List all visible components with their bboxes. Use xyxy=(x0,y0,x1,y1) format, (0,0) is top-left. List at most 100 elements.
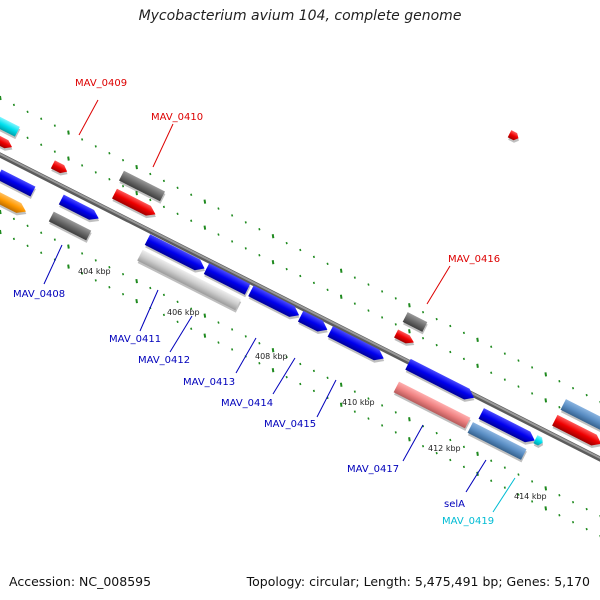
gene-label-mav-0416[interactable]: MAV_0416 xyxy=(448,254,500,265)
gene-mav-0410[interactable] xyxy=(111,188,159,222)
tick-mark xyxy=(231,328,234,331)
tick-mark xyxy=(421,444,425,448)
gene-mav-0413[interactable] xyxy=(247,285,303,323)
tick-mark xyxy=(149,172,152,176)
tick-mark xyxy=(81,164,84,167)
gene-label-mav-0411[interactable]: MAV_0411 xyxy=(109,334,161,345)
gene-blue-right[interactable] xyxy=(478,408,539,448)
gene-red-small-2[interactable] xyxy=(50,160,71,178)
tick-mark xyxy=(94,145,97,148)
gene-red-small-1[interactable] xyxy=(0,134,15,154)
tick-mark xyxy=(435,317,438,321)
tick-mark xyxy=(217,341,220,344)
tick-mark xyxy=(476,337,479,342)
gene-label-mav-0415[interactable]: MAV_0415 xyxy=(264,419,316,430)
gene-cyan-partial[interactable] xyxy=(0,113,21,140)
tick-mark xyxy=(299,274,302,278)
tick-mark xyxy=(217,233,220,236)
tick-mark xyxy=(517,359,520,362)
kbp-label-410: 410 kbp xyxy=(342,398,375,407)
gene-mav-0412[interactable] xyxy=(136,249,242,313)
tick-mark xyxy=(271,368,275,373)
gene-gray-small[interactable] xyxy=(402,312,429,335)
tick-mark xyxy=(231,348,234,351)
tick-mark xyxy=(12,237,16,241)
tick-mark xyxy=(203,225,207,230)
tick-mark xyxy=(490,371,493,374)
gene-mav-0417[interactable] xyxy=(404,358,478,406)
tick-mark xyxy=(339,294,343,299)
tick-mark xyxy=(326,262,329,266)
gene-label-mav-0409[interactable]: MAV_0409 xyxy=(75,78,127,89)
tick-mark xyxy=(585,393,588,397)
tick-mark xyxy=(326,376,329,380)
tick-mark xyxy=(571,386,575,390)
accession-text: Accession: NC_008595 xyxy=(9,574,152,589)
gene-label-mav-0413[interactable]: MAV_0413 xyxy=(183,377,235,388)
tick-mark xyxy=(176,212,179,216)
gene-steel-right[interactable] xyxy=(560,399,600,440)
gene-mav-0408[interactable] xyxy=(48,211,93,243)
tick-mark xyxy=(585,507,588,511)
tick-mark xyxy=(326,288,329,292)
gene-mav-0410-gray[interactable] xyxy=(118,170,166,204)
tick-mark xyxy=(435,451,438,455)
gene-red-tiny-hidden[interactable] xyxy=(507,130,522,144)
tick-mark xyxy=(121,272,125,276)
tick-mark xyxy=(517,385,520,388)
tick-mark xyxy=(190,327,193,330)
tick-mark xyxy=(67,264,70,269)
gene-sela[interactable] xyxy=(393,381,472,431)
tick-mark xyxy=(339,402,343,407)
gene-mav-0412b[interactable] xyxy=(203,263,252,298)
tick-mark xyxy=(571,500,575,504)
tick-mark xyxy=(558,514,561,517)
gene-features xyxy=(0,113,600,463)
tick-mark xyxy=(531,480,534,483)
tick-mark xyxy=(108,178,111,181)
gene-blue-left[interactable] xyxy=(0,169,37,199)
tick-mark xyxy=(258,254,261,257)
gene-mav-0415[interactable] xyxy=(327,326,388,366)
tick-mark xyxy=(81,138,84,141)
tick-mark xyxy=(135,298,138,304)
gene-orange[interactable] xyxy=(0,189,30,219)
gene-red-right[interactable] xyxy=(551,414,600,452)
tick-mark xyxy=(162,205,166,209)
tick-mark xyxy=(394,411,397,414)
tick-mark xyxy=(94,171,97,174)
tick-mark xyxy=(462,465,466,469)
tick-mark xyxy=(285,375,288,379)
gene-mav-0416[interactable] xyxy=(393,329,417,349)
tick-mark xyxy=(367,397,370,400)
tick-mark xyxy=(462,445,466,449)
gene-cyan-tiny[interactable] xyxy=(532,435,545,449)
tick-mark xyxy=(67,130,70,135)
tick-mark xyxy=(490,459,493,462)
tick-mark xyxy=(149,198,152,202)
gene-mav-0419[interactable] xyxy=(467,422,528,463)
tick-mark xyxy=(462,357,466,361)
gene-label-mav-0412[interactable]: MAV_0412 xyxy=(138,355,190,366)
tick-mark xyxy=(203,333,207,338)
tick-mark xyxy=(108,266,111,269)
tick-mark xyxy=(149,286,152,290)
gene-label-mav-0408[interactable]: MAV_0408 xyxy=(13,289,65,300)
gene-label-mav-0414[interactable]: MAV_0414 xyxy=(221,398,273,409)
gene-mav-0414[interactable] xyxy=(297,310,331,338)
tick-mark xyxy=(435,431,438,435)
gene-blue-2[interactable] xyxy=(58,194,103,226)
tick-mark xyxy=(244,221,247,224)
tick-mark xyxy=(94,259,97,262)
backbone xyxy=(0,152,600,462)
gene-label-mav-0417[interactable]: MAV_0417 xyxy=(347,464,399,475)
gene-label-mav-0419[interactable]: MAV_0419 xyxy=(442,516,494,527)
gene-mav-0411[interactable] xyxy=(144,234,209,276)
tick-mark xyxy=(231,214,234,217)
tick-mark xyxy=(449,438,452,442)
tick-mark xyxy=(176,320,179,324)
gene-label-sela[interactable]: selA xyxy=(444,499,465,510)
gene-label-mav-0410[interactable]: MAV_0410 xyxy=(151,112,203,123)
tick-mark xyxy=(490,345,493,348)
